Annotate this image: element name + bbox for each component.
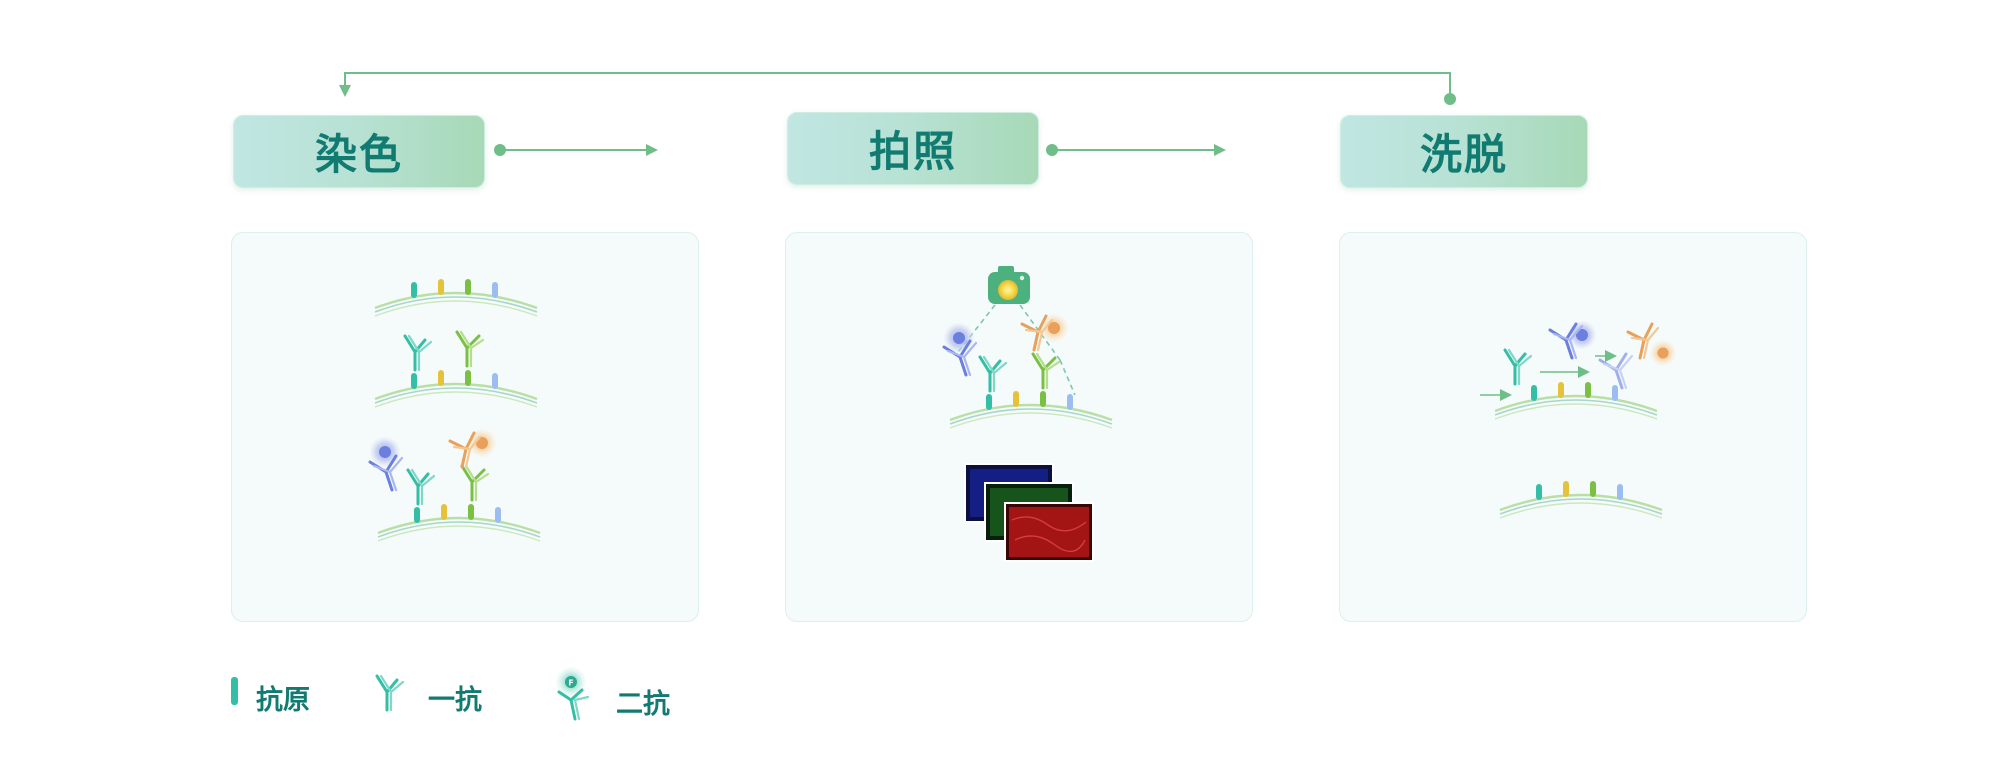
camera-icon: [988, 266, 1030, 304]
step-imaging-label: 拍照: [787, 112, 1039, 185]
legend-fluor-letter: F: [568, 679, 573, 688]
stain-secondary-binding: [368, 429, 542, 543]
legend-secondary-antibody-label: 二抗: [616, 689, 670, 720]
cycle-loop-arrow: [339, 72, 1456, 105]
legend-secondary-antibody-icon: F: [556, 667, 590, 721]
elution-clean-membrane: [1498, 479, 1664, 520]
legend-antigen-label: 抗原: [256, 685, 310, 716]
stain-primary-binding: [373, 330, 539, 409]
stain-antigen-membrane: [373, 277, 539, 318]
elution-release-sample: [1480, 321, 1676, 421]
legend-primary-antibody-icon: [375, 674, 405, 712]
arrow-imaging-to-elution: [1046, 144, 1226, 156]
arrow-stain-to-imaging: [494, 144, 658, 156]
step-stain-label: 染色: [233, 115, 485, 188]
legend-primary-antibody-label: 一抗: [428, 685, 482, 716]
fluorescence-image-stack: [964, 463, 1094, 562]
elution-panel: [1339, 232, 1807, 622]
step-elution-label: 洗脱: [1340, 115, 1588, 188]
imaging-labeled-sample: [942, 314, 1114, 430]
legend-antigen-icon: [231, 677, 238, 705]
